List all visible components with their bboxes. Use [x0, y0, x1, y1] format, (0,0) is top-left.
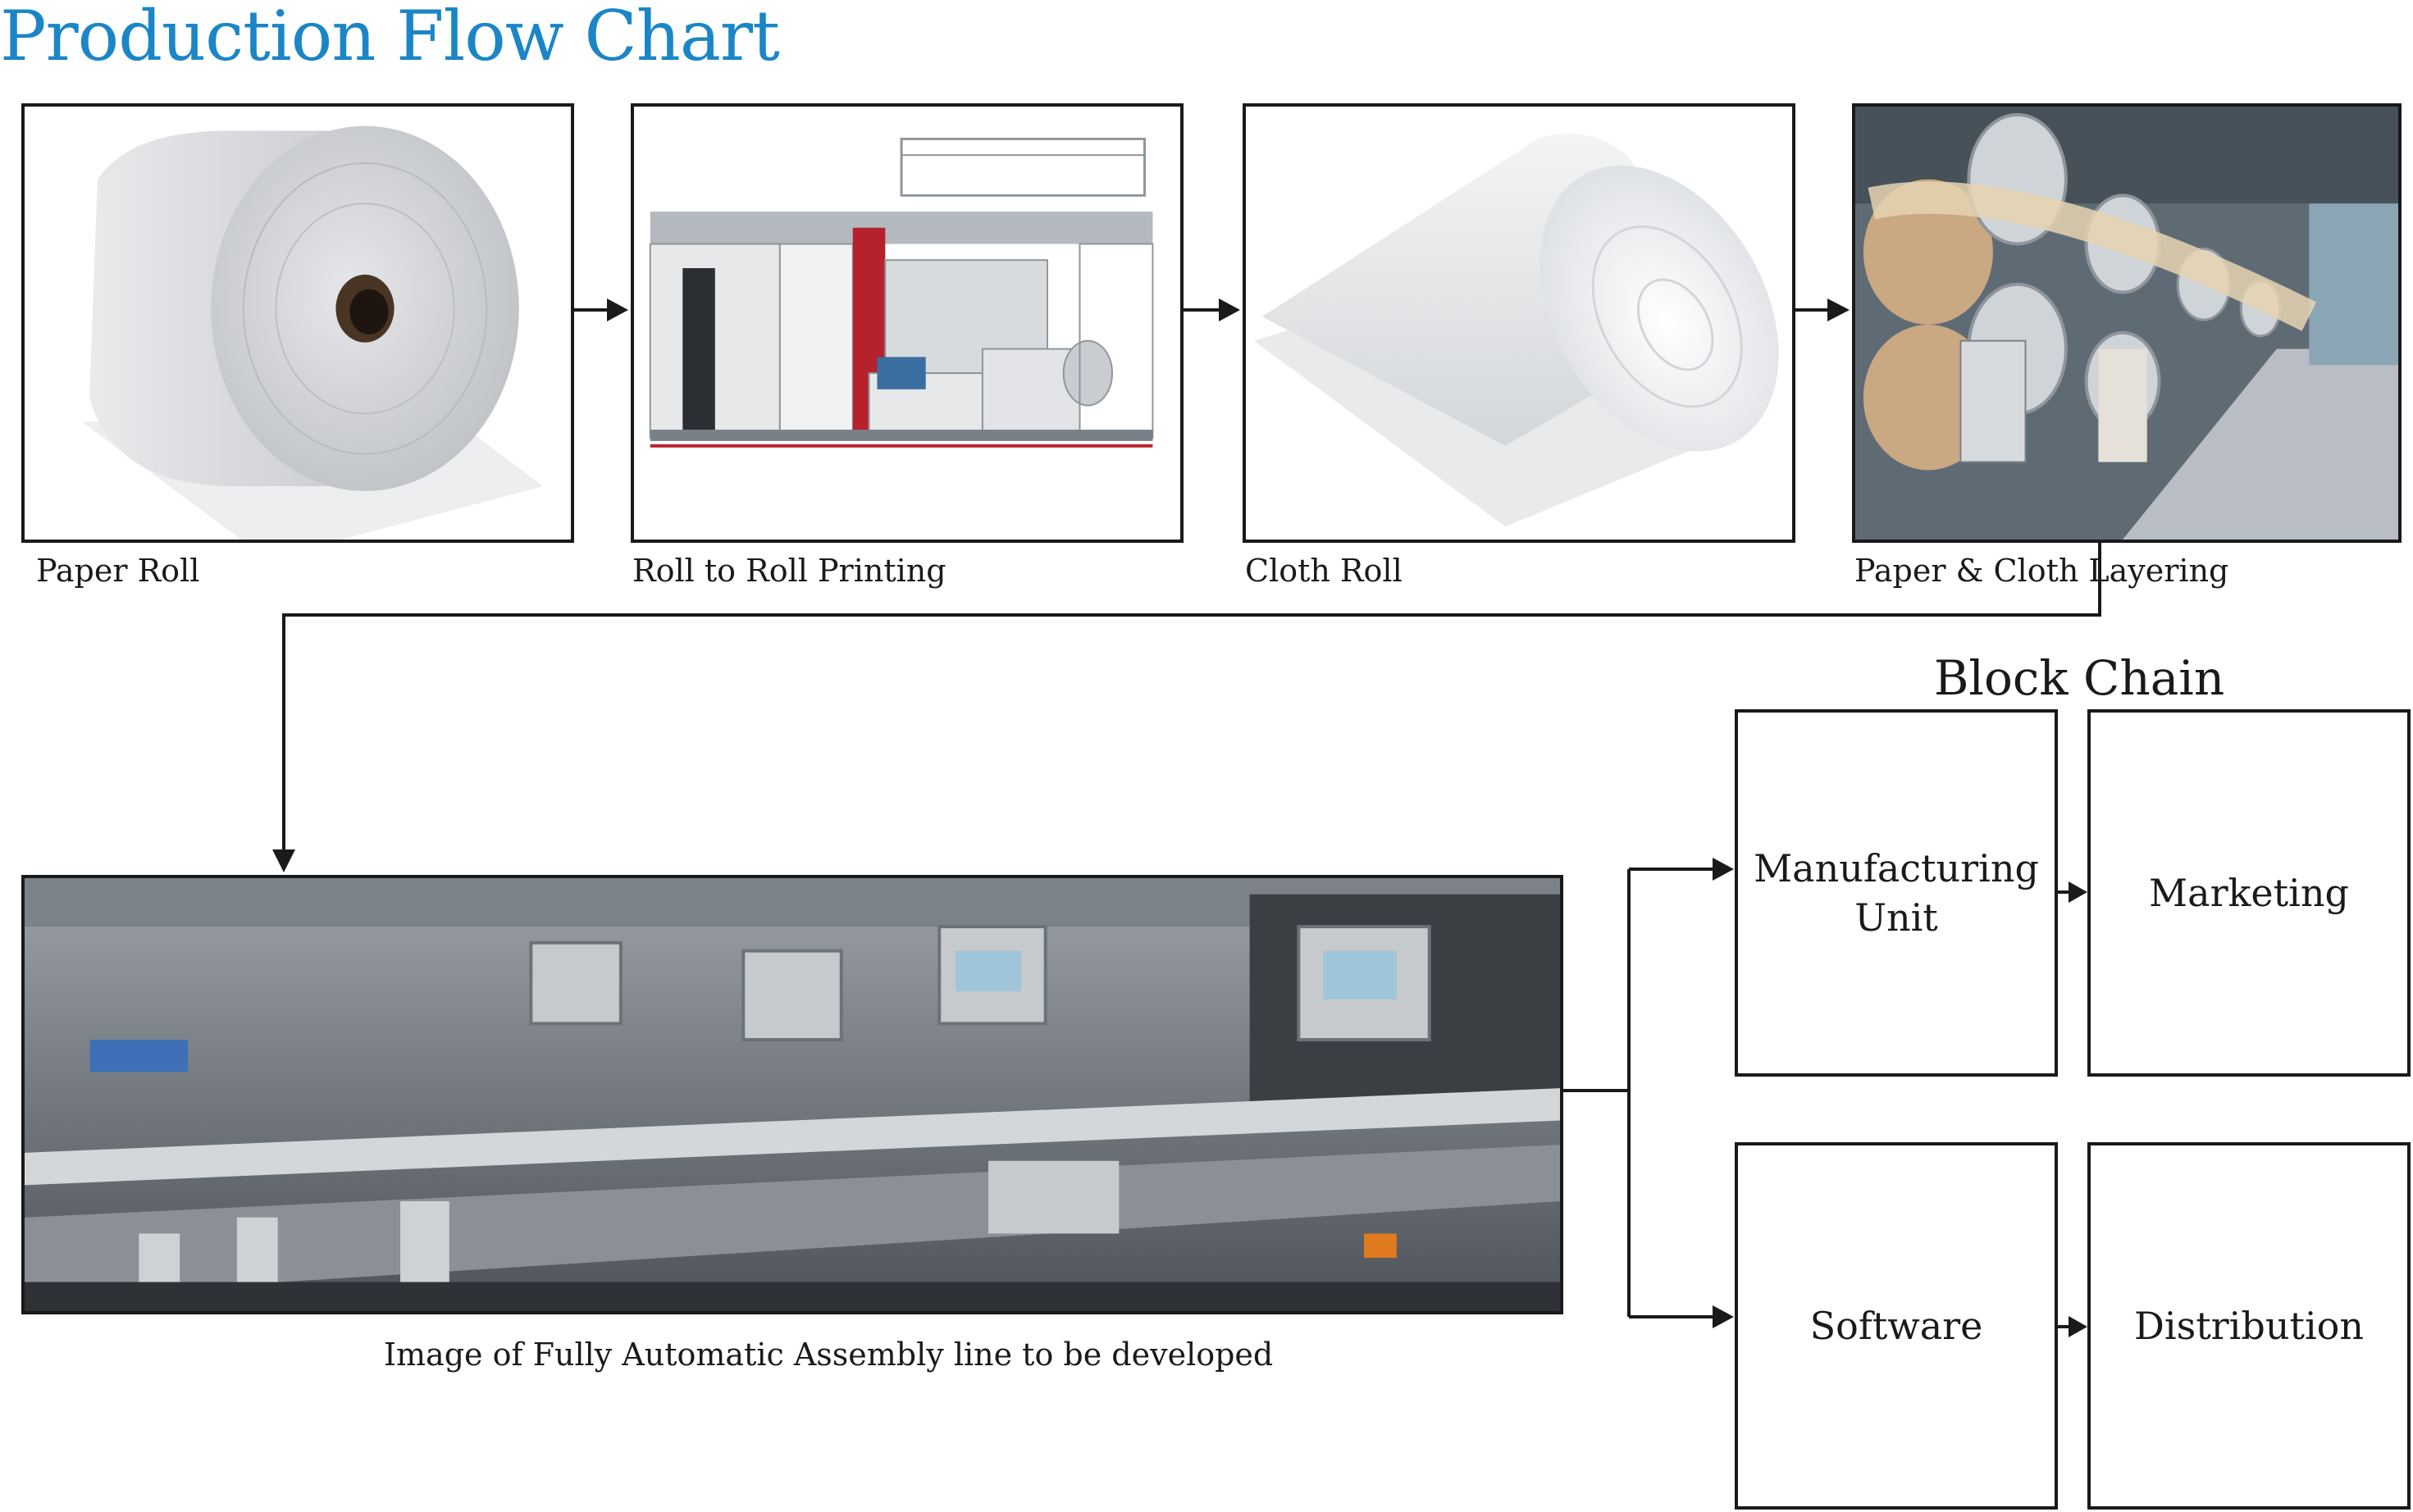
marketing-box: Marketing: [2087, 709, 2411, 1077]
step-label-roll-to-roll-printing: Roll to Roll Printing: [632, 553, 946, 589]
arrowhead-to-software: [1713, 1305, 1734, 1328]
distribution-box: Distribution: [2087, 1142, 2411, 1510]
manufacturing-unit-box: Manufacturing Unit: [1735, 709, 2058, 1077]
distribution-label: Distribution: [2134, 1304, 2364, 1348]
paper-roll-image: [21, 103, 574, 543]
arrowhead-to-manufacturing: [1713, 858, 1734, 881]
arrowhead-paper-to-printing: [607, 298, 628, 321]
printing-machine-illustration: [649, 137, 1154, 448]
printing-machine-image: [631, 103, 1184, 543]
cloth-roll-illustration: [1253, 133, 1779, 527]
software-box: Software: [1735, 1142, 2058, 1510]
layering-machine-illustration: [1855, 107, 2398, 540]
paper-roll-illustration: [81, 125, 544, 540]
step-label-paper-cloth-layering: Paper & Cloth Layering: [1854, 553, 2229, 589]
arrowhead-software-to-distribution: [2069, 1316, 2087, 1337]
step-label-cloth-roll: Cloth Roll: [1245, 553, 1403, 589]
arrowhead-layering-to-assembly: [272, 849, 295, 872]
arrowhead-manufacturing-to-marketing: [2069, 881, 2087, 903]
marketing-label: Marketing: [2149, 871, 2349, 915]
page-title: Production Flow Chart: [0, 0, 780, 76]
assembly-line-image: [21, 875, 1563, 1314]
arrowhead-printing-to-cloth: [1219, 298, 1240, 321]
manufacturing-unit-label: Manufacturing Unit: [1754, 846, 2039, 940]
arrowhead-cloth-to-layering: [1827, 298, 1850, 321]
layering-machine-image: [1852, 103, 2402, 543]
block-chain-title: Block Chain: [1933, 650, 2225, 706]
software-label: Software: [1809, 1304, 1983, 1348]
cloth-roll-image: [1243, 103, 1795, 543]
assembly-line-caption: Image of Fully Automatic Assembly line t…: [384, 1337, 1274, 1373]
assembly-line-illustration: [25, 878, 1560, 1311]
step-label-paper-roll: Paper Roll: [36, 553, 200, 589]
